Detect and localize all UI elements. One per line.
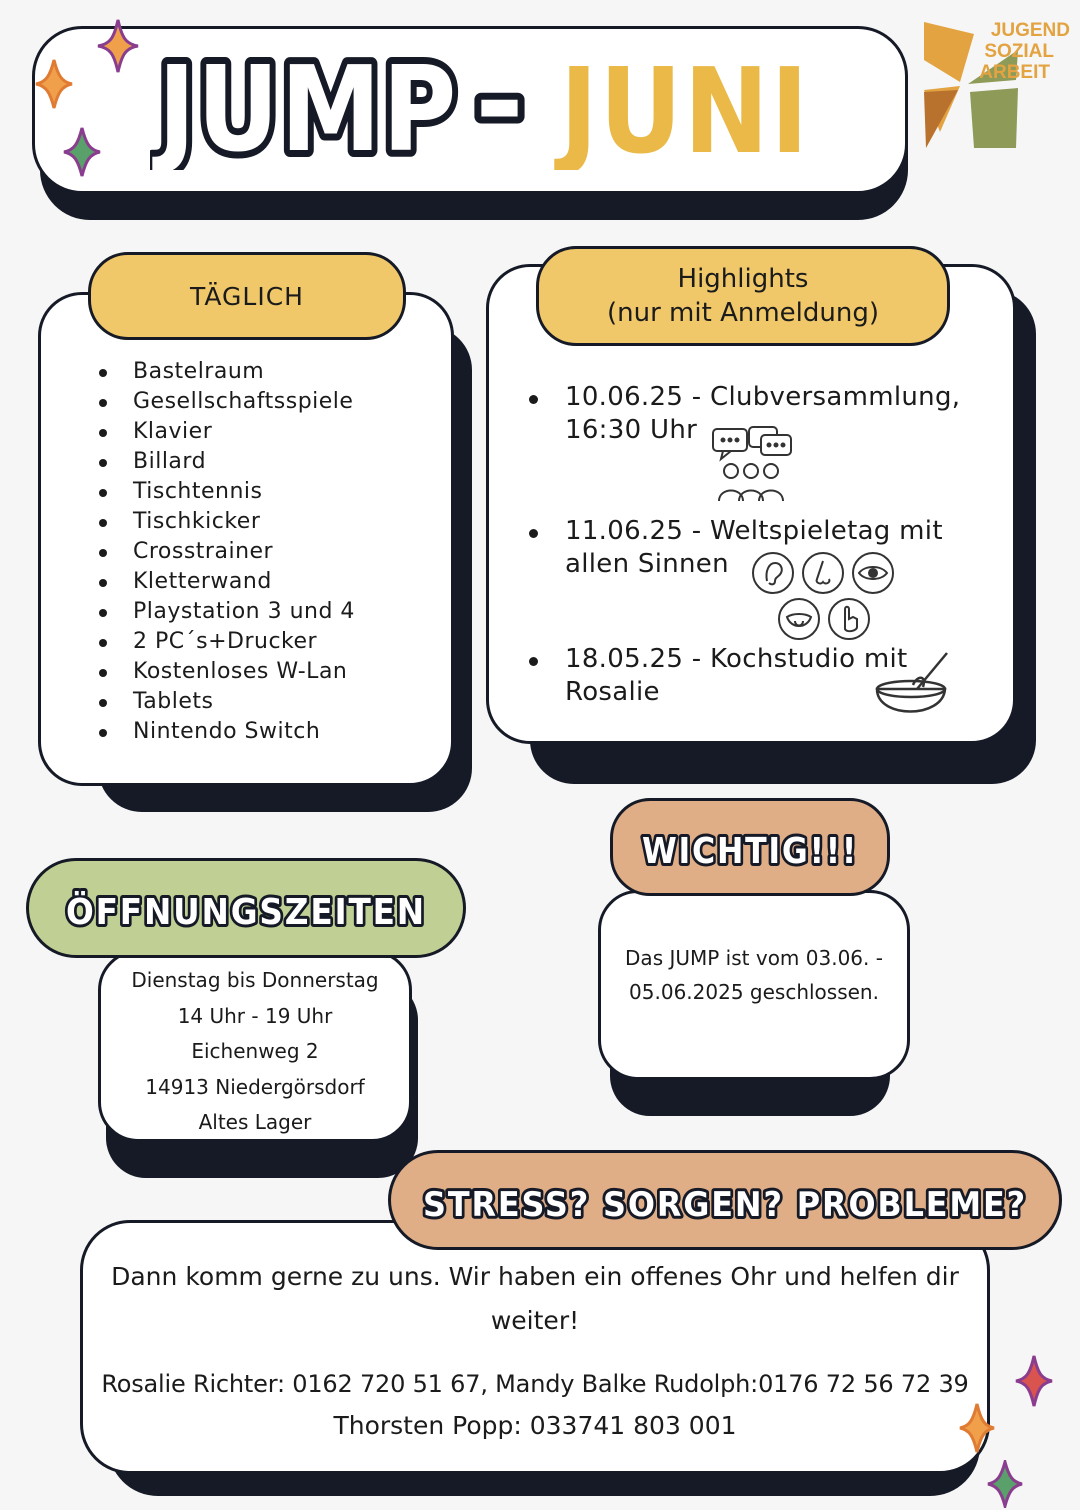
help-line-2: weiter! — [490, 1306, 580, 1335]
title-dash: - — [475, 32, 526, 170]
logo-line-3: ARBEIT — [979, 62, 1050, 83]
highlight-line: 16:30 Uhr — [565, 415, 698, 445]
highlight-line: 11.06.25 - Weltspieletag mit — [565, 516, 943, 546]
logo-line-2: SOZIAL — [984, 41, 1054, 62]
highlights-header: Highlights (nur mit Anmeldung) — [536, 246, 950, 346]
ear-icon — [752, 552, 794, 594]
highlights-header-line-2: (nur mit Anmeldung) — [607, 298, 879, 328]
list-item: Tischtennis — [97, 477, 355, 507]
page-title: JUMP - JUNI — [150, 30, 813, 170]
hours-line: Eichenweg 2 — [191, 1039, 319, 1063]
mixing-bowl-icon — [875, 652, 948, 713]
highlight-item-3: 18.05.25 - Kochstudio mit Rosalie — [525, 643, 908, 709]
help-header: STRESS? SORGEN? PROBLEME? — [388, 1150, 1062, 1250]
hand-icon — [828, 598, 870, 640]
nose-icon — [802, 552, 844, 594]
svg-text:ÖFFNUNGSZEITEN: ÖFFNUNGSZEITEN — [66, 891, 426, 933]
hours-line: 14 Uhr - 19 Uhr — [177, 1003, 333, 1028]
sparkle-icon — [35, 59, 73, 109]
list-item: Crosstrainer — [97, 537, 355, 567]
list-item: 2 PC´s+Drucker — [97, 627, 355, 657]
daily-list: Bastelraum Gesellschaftsspiele Klavier B… — [97, 357, 355, 747]
contacts-line-2: Thorsten Popp: 033741 803 001 — [333, 1411, 737, 1440]
hours-card: Dienstag bis Donnerstag 14 Uhr - 19 Uhr … — [98, 950, 412, 1142]
list-item: Kletterwand — [97, 567, 355, 597]
list-item: Billard — [97, 447, 355, 477]
help-card: Dann komm gerne zu uns. Wir haben ein of… — [80, 1220, 990, 1474]
important-header: WICHTIG!!! — [610, 798, 890, 896]
contacts-line-1: Rosalie Richter: 0162 720 51 67, Mandy B… — [101, 1370, 969, 1398]
hours-header: ÖFFNUNGSZEITEN — [26, 858, 466, 958]
highlight-line: allen Sinnen — [565, 549, 729, 579]
highlights-header-line-1: Highlights — [677, 264, 809, 294]
eye-icon — [852, 552, 894, 594]
logo-flower-icon — [924, 22, 1018, 148]
hours-line: Altes Lager — [198, 1110, 312, 1134]
list-item: Tischkicker — [97, 507, 355, 537]
daily-header: TÄGLICH — [88, 252, 406, 340]
important-line-2: 05.06.2025 geschlossen. — [629, 980, 879, 1004]
highlight-item-1: 10.06.25 - Clubversammlung, 16:30 Uhr — [525, 381, 960, 447]
title-jump: JUMP — [152, 40, 458, 170]
important-text: Das JUMP ist vom 03.06. - 05.06.2025 ges… — [601, 941, 907, 1009]
important-line-1: Das JUMP ist vom 03.06. - — [625, 946, 883, 970]
logo-line-1: JUGEND — [990, 20, 1070, 41]
highlight-line: 10.06.25 - Clubversammlung, — [565, 382, 961, 412]
help-line-1: Dann komm gerne zu uns. Wir haben ein of… — [111, 1262, 959, 1291]
hours-header-label: ÖFFNUNGSZEITEN — [63, 888, 427, 936]
contacts: Rosalie Richter: 0162 720 51 67, Mandy B… — [83, 1363, 987, 1447]
hours-text: Dienstag bis Donnerstag 14 Uhr - 19 Uhr … — [101, 963, 409, 1141]
sparkle-icon — [63, 127, 101, 177]
logo-text: JUGEND SOZIAL ARBEIT — [976, 20, 1070, 83]
daily-card: Bastelraum Gesellschaftsspiele Klavier B… — [38, 292, 454, 786]
title-banner — [32, 26, 908, 194]
svg-text:WICHTIG!!!: WICHTIG!!! — [642, 831, 858, 872]
list-item: Klavier — [97, 417, 355, 447]
sparkle-icon — [959, 1403, 995, 1453]
highlight-line: Rosalie — [565, 677, 660, 707]
highlight-line: 18.05.25 - Kochstudio mit — [565, 644, 908, 674]
list-item: Gesellschaftsspiele — [97, 387, 355, 417]
help-header-label: STRESS? SORGEN? PROBLEME? — [420, 1182, 1028, 1228]
sparkle-icon — [97, 19, 139, 73]
important-card: Das JUMP ist vom 03.06. - 05.06.2025 ges… — [598, 890, 910, 1080]
speech-group-icon — [712, 426, 792, 502]
hours-line: 14913 Niedergörsdorf — [145, 1074, 365, 1099]
daily-header-label: TÄGLICH — [190, 281, 304, 311]
list-item: Bastelraum — [97, 357, 355, 387]
sparkle-icon — [987, 1460, 1023, 1508]
help-text: Dann komm gerne zu uns. Wir haben ein of… — [83, 1255, 987, 1343]
highlight-item-2: 11.06.25 - Weltspieletag mit allen Sinne… — [525, 515, 943, 581]
list-item: Tablets — [97, 687, 355, 717]
svg-text:STRESS? SORGEN? PROBLEME?: STRESS? SORGEN? PROBLEME? — [423, 1185, 1027, 1225]
list-item: Nintendo Switch — [97, 717, 355, 747]
title-juni: JUNI — [554, 42, 810, 170]
mouth-icon — [778, 598, 820, 640]
list-item: Kostenloses W-Lan — [97, 657, 355, 687]
list-item: Playstation 3 und 4 — [97, 597, 355, 627]
sparkle-icon — [1015, 1355, 1053, 1407]
hours-line: Dienstag bis Donnerstag — [131, 968, 379, 992]
important-header-label: WICHTIG!!! — [639, 828, 859, 875]
